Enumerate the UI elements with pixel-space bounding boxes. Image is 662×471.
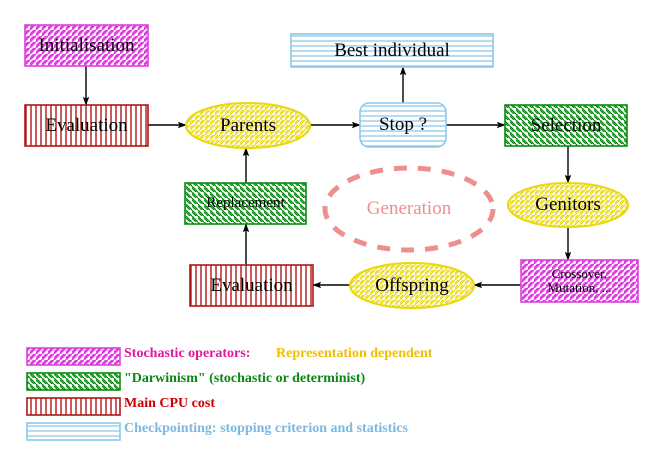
node-shape-crossover[interactable] [520, 259, 639, 303]
shapes-layer [24, 24, 639, 309]
node-shape-genitors[interactable] [507, 182, 629, 228]
legend-label-checkpointing: Checkpointing: stopping criterion and st… [124, 421, 408, 436]
legend-label-darwinism: "Darwinism" (stochastic or determinist) [124, 371, 366, 386]
node-shape-stop[interactable] [359, 102, 447, 148]
node-shape-replacement[interactable] [184, 182, 307, 225]
node-shape-generation[interactable] [322, 165, 496, 253]
node-shape-evaluation-bot[interactable] [189, 264, 314, 307]
node-shape-evaluation-top[interactable] [24, 104, 149, 147]
node-shape-offspring[interactable] [349, 262, 475, 309]
legend-swatch-checkpointing [26, 422, 121, 441]
node-shape-best-individual[interactable] [290, 33, 494, 68]
legend-label-stochastic-operators: Stochastic operators: [124, 346, 251, 361]
node-shape-selection[interactable] [504, 104, 628, 147]
node-shape-parents[interactable] [185, 102, 311, 149]
node-shape-initialisation[interactable] [24, 24, 149, 67]
arrows-layer [82, 66, 572, 289]
legend-swatches-layer [26, 347, 121, 441]
legend-swatch-main-cpu-cost [26, 397, 121, 416]
legend-extra-stochastic-operators: Representation dependent [276, 346, 433, 361]
legend-label-main-cpu-cost: Main CPU cost [124, 396, 215, 411]
legend-swatch-stochastic-operators [26, 347, 121, 366]
legend-swatch-darwinism [26, 372, 121, 391]
